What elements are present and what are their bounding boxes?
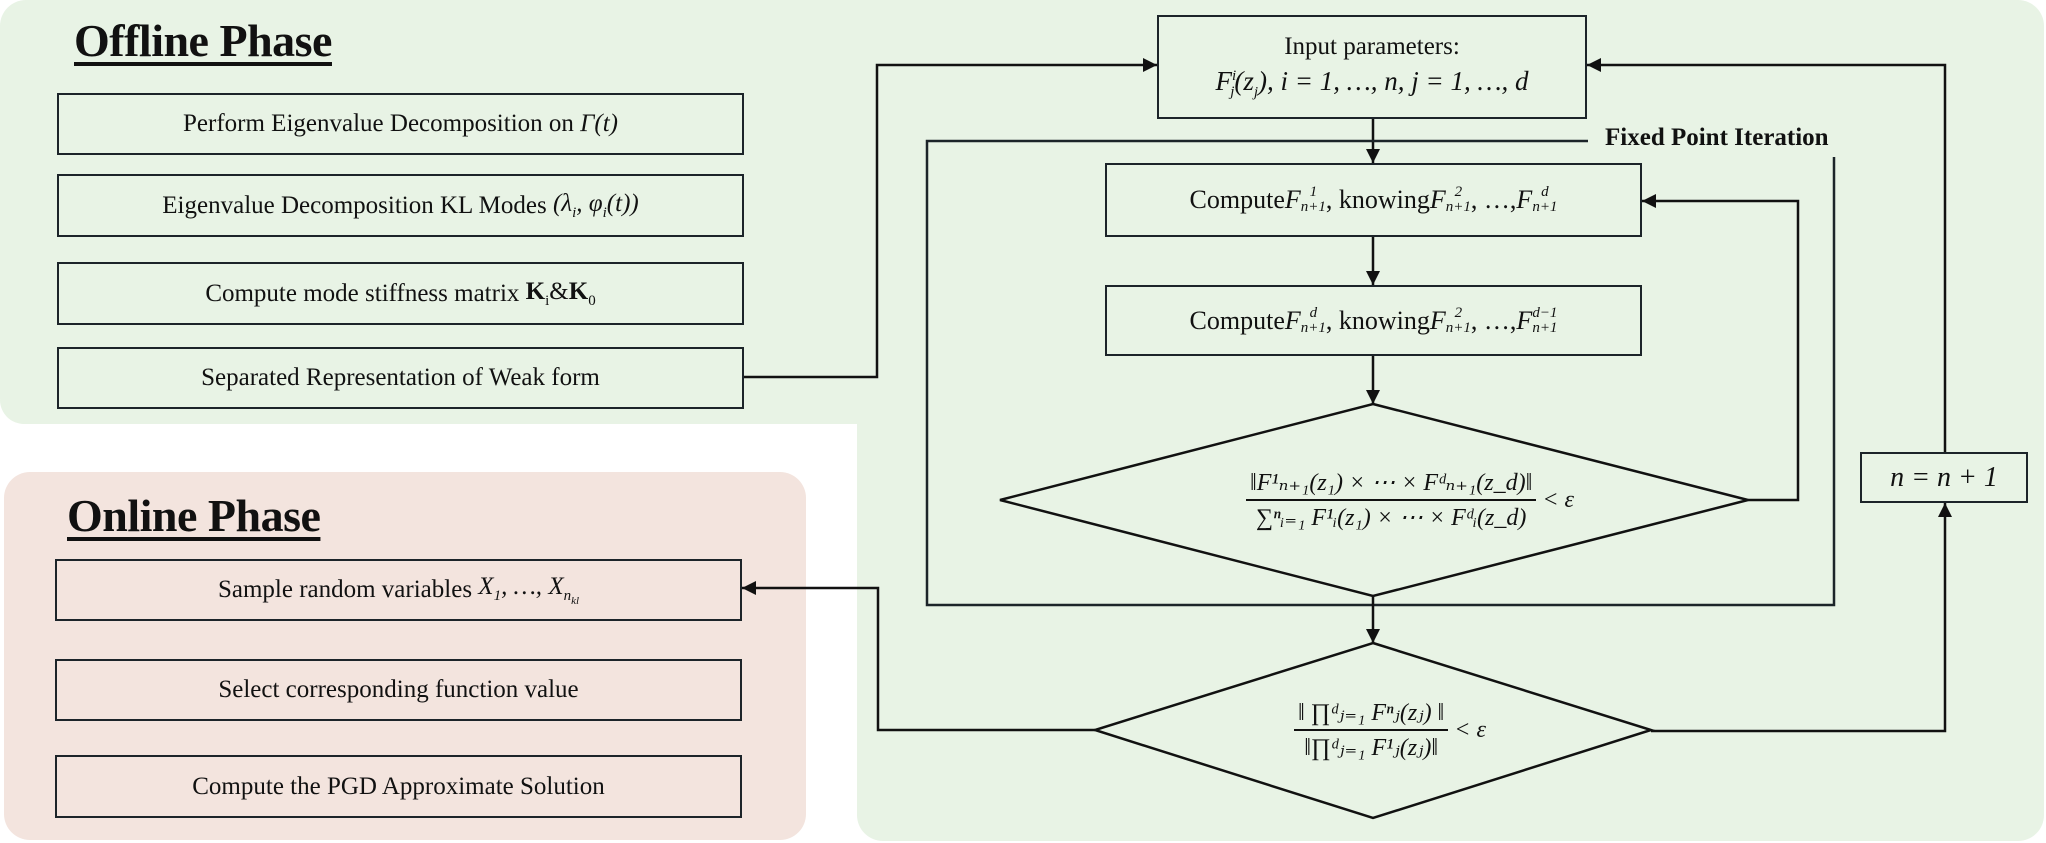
offline-panel-top: [0, 0, 2044, 424]
offline-step-separated-representation: Separated Representation of Weak form: [57, 347, 744, 409]
arrow-check2-to-online: [742, 581, 1095, 732]
convergence-check-formula: ‖F¹ₙ₊₁(z₁) × ⋯ × Fᵈₙ₊₁(z_d)‖ ∑ⁿᵢ₌₁ F¹ᵢ(z…: [1150, 455, 1670, 545]
online-phase-title: Online Phase: [67, 490, 321, 541]
input-parameters-label: Input parameters:: [1284, 33, 1460, 61]
arrow-offline-to-input: [744, 58, 1157, 379]
offline-panel-bottom-edge: [0, 400, 857, 424]
enrichment-fraction: ‖ ∏ᵈⱼ₌₁ Fⁿⱼ(zⱼ) ‖ ‖∏ᵈⱼ₌₁ F¹ⱼ(zⱼ)‖: [1294, 698, 1449, 762]
offline-step-eigen-decomposition: Perform Eigenvalue Decomposition on Γ(t): [57, 93, 744, 155]
offline-step-kl-modes: Eigenvalue Decomposition KL Modes (λi, φ…: [57, 174, 744, 237]
fixed-point-loop-frame: [925, 139, 1836, 607]
step-text: Compute the PGD Approximate Solution: [192, 772, 605, 800]
enrichment-relation: < ε: [1454, 716, 1486, 743]
step-text: Perform Eigenvalue Decomposition on: [183, 110, 574, 137]
arrow-check1-feedback: [1642, 194, 1800, 502]
convergence-relation: < ε: [1542, 486, 1574, 513]
step-text: Eigenvalue Decomposition KL Modes: [162, 191, 547, 219]
flow-panel-bottom: [857, 400, 2044, 841]
step-math: X1, …, Xnkl: [478, 573, 580, 607]
online-step-select-function-value: Select corresponding function value: [55, 659, 742, 721]
step-text: Sample random variables: [217, 576, 473, 603]
enrichment-check-diamond: [1090, 641, 1656, 820]
step-math: Ki&K0: [525, 277, 596, 309]
input-parameters-box: Input parameters: Fij(zj), i = 1, …, n, …: [1157, 15, 1587, 119]
arrow-increment-to-input: [1587, 58, 1947, 452]
step-math: Γ(t): [580, 110, 618, 137]
enrichment-check-formula: ‖ ∏ᵈⱼ₌₁ Fⁿⱼ(zⱼ) ‖ ‖∏ᵈⱼ₌₁ F¹ⱼ(zⱼ)‖ < ε: [1230, 685, 1550, 775]
arrow-check2-to-increment: [1651, 503, 1952, 733]
offline-step-stiffness-matrix: Compute mode stiffness matrix Ki&K0: [57, 262, 744, 325]
input-parameters-formula: Fij(zj), i = 1, …, n, j = 1, …, d: [1215, 65, 1529, 101]
online-step-pgd-solution: Compute the PGD Approximate Solution: [55, 755, 742, 818]
increment-box: n = n + 1: [1860, 452, 2028, 503]
online-panel: [4, 472, 806, 840]
step-text: Compute mode stiffness matrix: [205, 279, 520, 307]
step-text: Separated Representation of Weak form: [201, 364, 600, 391]
offline-phase-title: Offline Phase: [74, 15, 332, 66]
step-text: Select corresponding function value: [218, 676, 579, 703]
fixed-point-iteration-label: Fixed Point Iteration: [1605, 124, 1829, 151]
online-step-sample-variables: Sample random variables X1, …, Xnkl: [55, 559, 742, 621]
convergence-fraction: ‖F¹ₙ₊₁(z₁) × ⋯ × Fᵈₙ₊₁(z_d)‖ ∑ⁿᵢ₌₁ F¹ᵢ(z…: [1246, 468, 1537, 532]
step-math: (λi, φi(t)): [552, 189, 639, 221]
